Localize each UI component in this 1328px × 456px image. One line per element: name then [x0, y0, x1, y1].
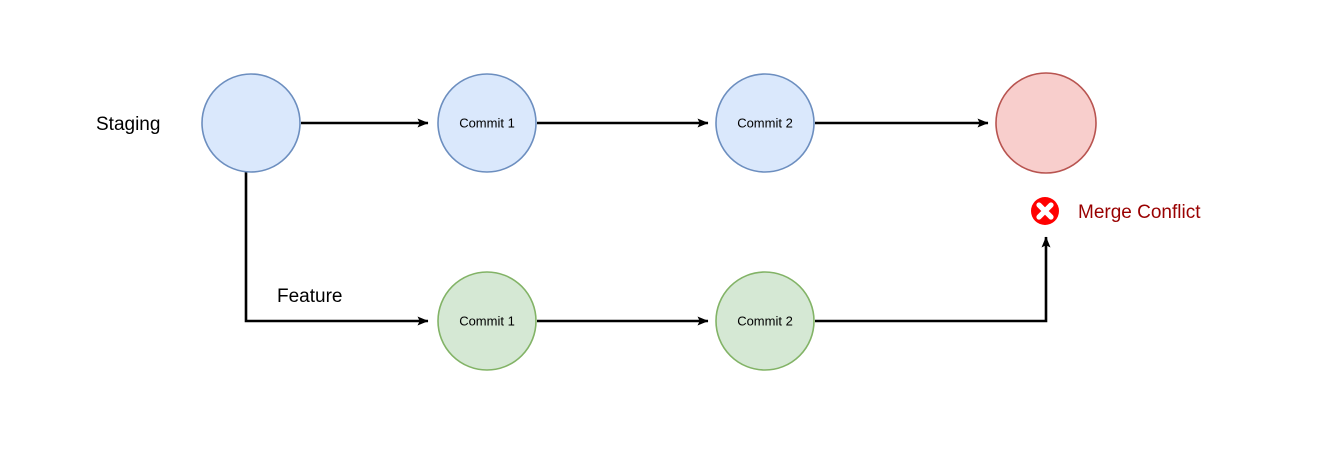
error-x-icon — [1031, 197, 1059, 225]
nodes-group: Commit 1 Commit 2 Commit 1 Commit 2 — [201, 72, 1097, 371]
merge-conflict-annotation: Merge Conflict — [1031, 197, 1201, 225]
feature-commit-1-circle[interactable] — [437, 271, 537, 371]
branch-labels-group: Staging Feature — [96, 114, 342, 307]
node-staging-commit-2[interactable]: Commit 2 — [715, 73, 815, 173]
edge-staging-root-to-feature — [244, 172, 429, 326]
node-staging-commit-1[interactable]: Commit 1 — [437, 73, 537, 173]
staging-merge-circle[interactable] — [995, 72, 1097, 174]
node-feature-commit-1[interactable]: Commit 1 — [437, 271, 537, 371]
staging-commit-1-circle[interactable] — [437, 73, 537, 173]
edge-feature-commit2-to-conflict — [815, 236, 1051, 323]
staging-commit-2-circle[interactable] — [715, 73, 815, 173]
branch-label-feature: Feature — [277, 286, 342, 307]
feature-commit-2-circle[interactable] — [715, 271, 815, 371]
edges-group — [244, 118, 1051, 326]
node-feature-commit-2[interactable]: Commit 2 — [715, 271, 815, 371]
node-staging-root[interactable] — [201, 73, 301, 173]
branch-label-staging: Staging — [96, 114, 160, 135]
feature-commit-1-label: Commit 1 — [459, 314, 515, 329]
error-x-icon-mark — [1036, 202, 1054, 220]
staging-commit-2-label: Commit 2 — [737, 116, 793, 131]
node-staging-merge[interactable] — [995, 72, 1097, 174]
feature-commit-2-label: Commit 2 — [737, 314, 793, 329]
staging-root-circle[interactable] — [201, 73, 301, 173]
staging-commit-1-label: Commit 1 — [459, 116, 515, 131]
merge-conflict-label: Merge Conflict — [1078, 202, 1201, 223]
